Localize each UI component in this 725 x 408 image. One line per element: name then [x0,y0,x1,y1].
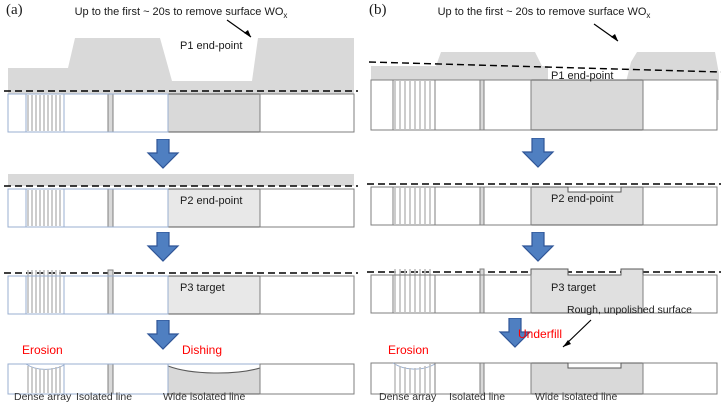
wide-isolated-line-block [530,268,644,314]
right-field-block [259,275,355,315]
isolated-line-region [63,188,169,228]
panel-a-caption-subscript: x [283,11,288,20]
panel-a-stage-p2: P2 end-point [0,172,362,230]
dense-array-lines [394,364,431,393]
right-field-block [642,362,718,395]
isolated-line-region [434,79,532,131]
wide-isolated-line-block [167,93,261,133]
panel-b-p1-label: P1 end-point [551,70,614,82]
panel-a-bottom-label-dense: Dense array [14,391,72,403]
panel-b-stage-p3-svg [367,268,721,314]
wide-isolated-line-block [530,186,644,226]
panel-a-stage-p3-svg [4,269,358,315]
dense-array-lines [394,81,431,129]
isolated-line-region [63,363,169,395]
dense-array-lines [27,366,61,393]
isolated-line [107,93,114,133]
p1-endpoint-dashed-line [368,61,722,73]
panel-b-p2-label: P2 end-point [551,193,614,205]
isolated-line [107,363,114,395]
dense-array-lines [394,188,431,224]
isolated-line [479,268,485,314]
overburden-profile [8,38,354,104]
panel-a: (a) Up to the first ~ 20s to remove surf… [0,0,362,408]
panel-b-stage-p1-svg [368,52,722,131]
panel-a-stage-final-svg [7,363,355,395]
rough-surface-pointer-icon [562,319,592,348]
right-field-block [642,186,718,226]
down-block-arrow-icon-b3 [498,318,532,348]
panel-a-dishing-label: Dishing [182,343,223,357]
panel-a-p1-label: P1 end-point [180,40,243,52]
annotation-arrow-icon-b [593,23,619,42]
dense-array-lines [27,270,61,313]
panel-b-bottom-label-wide: Wide isolated line [535,391,618,403]
annotation-arrow-icon-a [226,19,252,38]
down-block-arrow-icon-a2 [146,232,180,262]
isolated-line-region [63,93,169,133]
panel-a-stage-p1-svg [4,38,358,133]
overburden-residual [8,174,354,186]
panel-b-stage-final-svg [370,362,718,395]
isolated-line-region [434,186,532,226]
right-field-block [642,274,718,314]
panel-a-erosion-label: Erosion [22,343,63,357]
down-block-arrow-icon-a1 [146,139,180,169]
panel-b-bottom-label-dense: Dense array [379,391,437,403]
panel-b-underfill-label: Underfill [518,327,563,341]
right-field-block [259,93,355,133]
wide-isolated-line-block [167,275,261,315]
panel-b-caption: Up to the first ~ 20s to remove surface … [363,6,725,20]
panel-a-bottom-label-isolated: Isolated line [76,391,133,403]
isolated-line-region [434,362,532,395]
isolated-line [479,79,485,131]
isolated-line [107,269,114,315]
down-block-arrow-icon-b2 [521,232,555,262]
panel-a-stage-p3: P3 target [0,268,362,318]
wide-isolated-line-block [167,188,261,228]
panel-a-p3-label: P3 target [180,282,225,294]
erosion-profile [25,363,65,370]
panel-a-bottom-label-wide: Wide isolated line [163,391,246,403]
panel-b-erosion-label: Erosion [388,343,429,357]
erosion-profile [392,362,436,370]
panel-b-rough-surface-label: Rough, unpolished surface [567,304,692,316]
panel-a-stage-p1: P1 end-point [0,24,362,136]
right-field-block [259,188,355,228]
panel-a-label: (a) [6,2,23,18]
underfill-profile [530,362,644,395]
down-block-arrow-icon-a3 [146,320,180,350]
panel-b-caption-text: Up to the first ~ 20s to remove surface … [437,6,647,18]
isolated-line [479,362,485,395]
panel-a-caption: Up to the first ~ 20s to remove surface … [0,6,362,20]
panel-a-stage-p2-svg [4,174,358,228]
panel-a-p2-label: P2 end-point [180,195,243,207]
down-block-arrow-icon-b1 [521,138,555,168]
panel-a-stage-final [0,362,362,398]
dense-array-lines [27,190,61,226]
panel-b-stage-p2: P2 end-point [363,172,725,230]
dense-array-lines [394,269,431,312]
panel-b-p3-label: P3 target [551,282,596,294]
right-field-block [642,79,718,131]
wide-isolated-line-block [530,79,644,131]
panel-b-caption-subscript: x [646,11,651,20]
panel-b: (b) Up to the first ~ 20s to remove surf… [363,0,725,408]
isolated-line [107,188,114,228]
panel-b-stage-final [363,360,725,398]
panel-b-label: (b) [369,2,387,18]
panel-b-stage-p2-svg [367,183,721,226]
isolated-line-region [63,275,169,315]
panel-a-caption-text: Up to the first ~ 20s to remove surface … [74,6,284,18]
right-field-block [259,363,355,395]
panel-b-stage-p3: P3 target [363,266,725,316]
dense-array-lines [27,95,61,131]
isolated-line [479,186,485,226]
panel-b-stage-p1: P1 end-point [363,40,725,136]
isolated-line-region [434,274,532,314]
panel-b-bottom-label-isolated: Isolated line [449,391,506,403]
